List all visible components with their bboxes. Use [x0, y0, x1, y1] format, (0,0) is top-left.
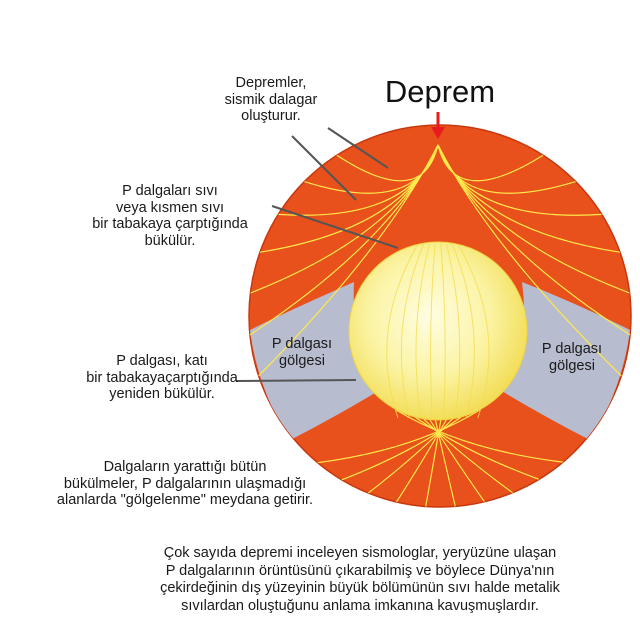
left-shadow-zone — [250, 282, 380, 440]
diagram-title: Deprem — [384, 74, 496, 109]
caption: Çok sayıda depremi inceleyen sismologlar… — [160, 545, 560, 614]
right-shadow-label: P dalgası gölgesi — [541, 341, 603, 374]
p-wave-ray — [395, 409, 564, 463]
right-shadow-zone — [500, 282, 630, 440]
core-rays — [386, 243, 490, 419]
core-ray — [446, 243, 461, 419]
core-ray — [457, 243, 490, 419]
core-ray — [451, 243, 475, 419]
annotation-shadowing: Dalgaların yarattığı bütün bükülmeler, P… — [56, 459, 314, 508]
leader-lines — [235, 127, 399, 382]
p-wave-ray — [258, 144, 439, 377]
core-ray — [400, 243, 425, 419]
p-wave-ray — [437, 144, 622, 377]
annotation-p-wave-solid: P dalgası, katı bir tabakayaçarptığında … — [86, 353, 238, 402]
core-ray — [440, 243, 446, 419]
outer-core — [348, 241, 528, 421]
left-shadow-label: P dalgası gölgesi — [271, 336, 333, 369]
core-ray — [386, 243, 419, 419]
core-ray — [415, 243, 430, 419]
annotation-earthquakes: Depremler, sismik dalagar oluşturur. — [224, 75, 318, 124]
core-ray — [430, 243, 436, 419]
p-wave-ray — [317, 409, 481, 464]
p-wave-ray — [404, 409, 540, 480]
annotation-p-waves-bend: P dalgaları sıvı veya kısmen sıvı bir ta… — [92, 183, 248, 249]
p-wave-ray — [341, 409, 471, 481]
earthquake-arrow-icon — [431, 112, 445, 139]
